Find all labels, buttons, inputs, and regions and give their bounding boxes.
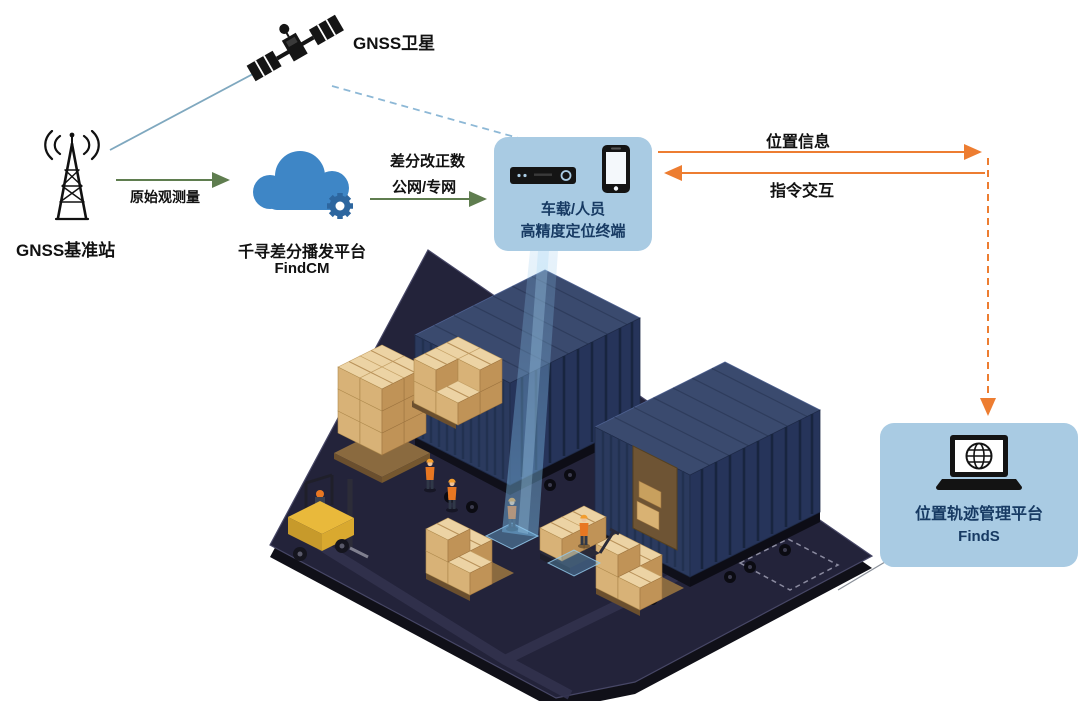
position-info-label: 位置信息: [766, 134, 831, 151]
basestation-label: GNSS基准站: [16, 241, 116, 260]
terminal-label-line2: 高精度定位终端: [520, 222, 626, 240]
finds-panel: 位置轨迹管理平台 FindS: [880, 423, 1078, 567]
terminal-devices-icon: [510, 145, 630, 193]
pallet-stack: [412, 336, 503, 429]
findcm-title: 千寻差分播发平台: [237, 244, 366, 261]
warehouse-scene: [269, 249, 874, 701]
smartphone-icon: [602, 145, 630, 193]
globe-icon: [965, 442, 993, 470]
correction-label-line2: 公网/专网: [392, 179, 457, 196]
correction-label-line1: 差分改正数: [390, 153, 466, 170]
highlight-diamond: [546, 549, 602, 577]
satellite-label: GNSS卫星: [353, 34, 436, 53]
terminal-panel: 车载/人员 高精度定位终端: [494, 137, 652, 251]
terminal-label-line1: 车载/人员: [540, 201, 606, 218]
command-interaction-label: 指令交互: [770, 183, 835, 200]
container-open-door: [632, 445, 678, 551]
laptop-globe-icon: [936, 435, 1022, 490]
gnss-satellite-icon: [246, 14, 344, 82]
findcm-cloud-icon: [253, 151, 353, 219]
container-b: [593, 360, 822, 607]
floor-pallet: [595, 532, 684, 616]
gear-icon: [327, 193, 353, 219]
finds-title: 位置轨迹管理平台: [914, 506, 1043, 523]
vehicle-terminal-icon: [510, 167, 576, 184]
findcm-name: FindCM: [274, 260, 330, 277]
raw-observation-label: 原始观测量: [130, 189, 200, 205]
finds-name: FindS: [958, 528, 1000, 546]
gnss-basestation-icon: [44, 130, 100, 221]
positioning-beam: [502, 251, 558, 537]
forklift: [288, 473, 369, 561]
pallet-stack: [334, 344, 430, 483]
floor-pallet: [425, 517, 514, 601]
